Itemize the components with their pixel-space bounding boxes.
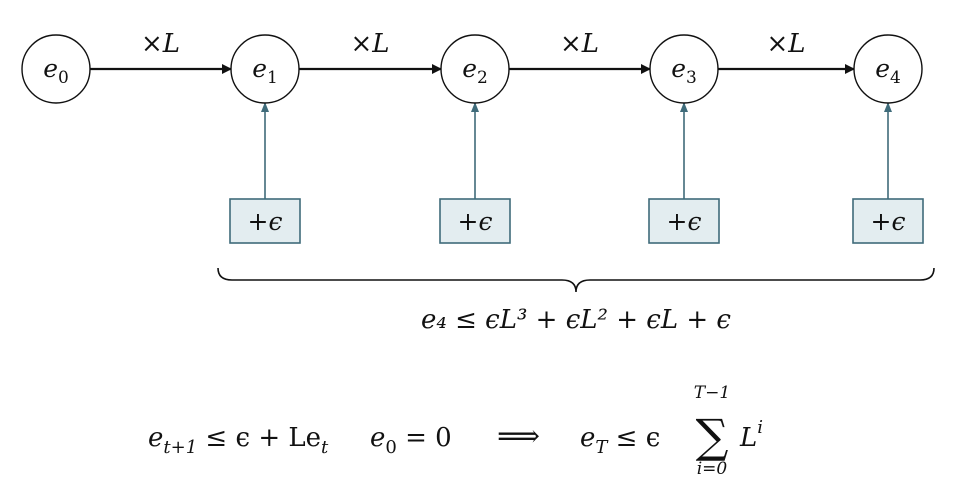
result-lhs: eT ≤ ϵ — [580, 423, 660, 458]
noise-label: +ϵ — [871, 207, 906, 236]
edge-label-times-L: ×L — [141, 29, 180, 59]
initial-condition: e0 = 0 — [370, 423, 452, 458]
node-circle — [649, 34, 719, 104]
sum-lower-limit: i=0 — [697, 459, 728, 479]
noise-box — [852, 198, 924, 244]
noise-box — [229, 198, 301, 244]
noise-box — [439, 198, 511, 244]
noise-boxes: +ϵ +ϵ +ϵ +ϵ — [229, 198, 924, 244]
node-label: e3 — [671, 54, 697, 88]
underbrace — [217, 267, 935, 293]
chain-edges: ×L ×L ×L ×L — [90, 29, 855, 74]
chain-nodes: e0 e1 e2 e3 e4 — [21, 34, 923, 104]
noise-box — [648, 198, 720, 244]
sum-symbol: ∑ — [696, 409, 729, 463]
sum-term: Li — [739, 417, 763, 453]
noise-edges — [261, 102, 892, 199]
node-circle — [21, 34, 91, 104]
node-label: e4 — [875, 54, 901, 88]
sum-upper-limit: T−1 — [694, 383, 730, 403]
brace-equation: e₄ ≤ ϵL³ + ϵL² + ϵL + ϵ — [421, 305, 731, 335]
noise-label: +ϵ — [248, 207, 283, 236]
noise-label: +ϵ — [458, 207, 493, 236]
node-label: e0 — [43, 54, 69, 88]
noise-label: +ϵ — [667, 207, 702, 236]
node-label: e2 — [462, 54, 488, 88]
node-label: e1 — [252, 54, 278, 88]
node-circle — [853, 34, 923, 104]
edge-label-times-L: ×L — [350, 29, 389, 59]
recurrence-lhs: et+1 ≤ ϵ + Let — [148, 423, 329, 458]
edge-label-times-L: ×L — [560, 29, 599, 59]
node-circle — [230, 34, 300, 104]
recurrence-formula: et+1 ≤ ϵ + Let e0 = 0 ⟹ eT ≤ ϵ ∑ T−1 i=0 Li — [148, 383, 763, 479]
node-circle — [440, 34, 510, 104]
edge-label-times-L: ×L — [766, 29, 805, 59]
implies-arrow: ⟹ — [497, 419, 540, 454]
